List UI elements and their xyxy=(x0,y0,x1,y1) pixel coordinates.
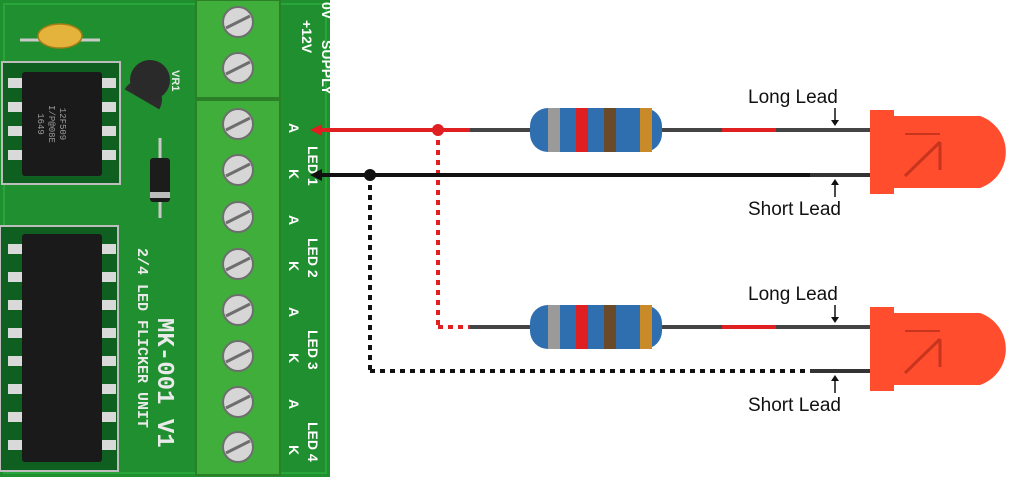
led3-pin-k-label: K xyxy=(286,353,302,363)
terminal-screw xyxy=(222,386,254,418)
led-row-1 xyxy=(470,108,1006,197)
board-title: 2/4 LED FLICKER UNIT xyxy=(133,248,150,428)
resistor xyxy=(530,108,662,152)
led2-group-label: LED 2 xyxy=(305,238,321,278)
terminal-screw xyxy=(222,340,254,372)
led1-pin-k-label: K xyxy=(286,169,302,179)
led4-group-label: LED 4 xyxy=(305,422,321,462)
led3-pin-a-label: A xyxy=(286,307,302,317)
led4-pin-a-label: A xyxy=(286,399,302,409)
short-lead-label-1: Short Lead xyxy=(748,199,841,220)
chip-text-3: 1649 xyxy=(35,113,45,135)
terminal-screws xyxy=(222,6,254,463)
wiring xyxy=(310,124,870,373)
ic-8pin: 12F509 I/P@08E 1649 xyxy=(1,61,121,185)
terminal-screw xyxy=(222,201,254,233)
chip-text-2: I/P@08E xyxy=(46,105,56,143)
transistor-label: VR1 xyxy=(169,70,181,91)
transistor: VR1 xyxy=(124,60,181,110)
led1-group-label: LED 1 xyxy=(305,146,321,186)
board-model: MK-001 V1 xyxy=(150,318,177,448)
short-lead-label-2: Short Lead xyxy=(748,395,841,416)
led-2 xyxy=(870,307,1006,391)
chip-text-1: 12F509 xyxy=(57,108,67,140)
led-1 xyxy=(870,110,1006,194)
led2-pin-a-label: A xyxy=(286,215,302,225)
terminal-block xyxy=(195,0,281,476)
led2-pin-k-label: K xyxy=(286,261,302,271)
diode xyxy=(150,138,170,218)
long-lead-label-2: Long Lead xyxy=(748,284,838,305)
terminal-screw xyxy=(222,52,254,84)
terminal-screw xyxy=(222,248,254,280)
ic-16pin xyxy=(0,225,119,472)
led4-pin-k-label: K xyxy=(286,445,302,455)
capacitor xyxy=(20,23,100,49)
led3-group-label: LED 3 xyxy=(305,330,321,370)
long-lead-label-1: Long Lead xyxy=(748,87,838,108)
resistor xyxy=(530,305,662,349)
supply-label-supply: SUPPLY xyxy=(319,40,335,95)
led-rows xyxy=(470,108,1006,393)
arrow-cathode xyxy=(310,169,322,181)
led-row-2 xyxy=(470,305,1006,393)
arrow-anode xyxy=(310,124,322,136)
supply-label-pos: +12V xyxy=(299,20,315,54)
terminal-screw xyxy=(222,108,254,140)
terminal-screw xyxy=(222,431,254,463)
terminal-screw xyxy=(222,154,254,186)
led1-pin-a-label: A xyxy=(286,123,302,133)
terminal-screw xyxy=(222,6,254,38)
terminal-screw xyxy=(222,294,254,326)
supply-label-0v: 0V xyxy=(319,2,335,20)
